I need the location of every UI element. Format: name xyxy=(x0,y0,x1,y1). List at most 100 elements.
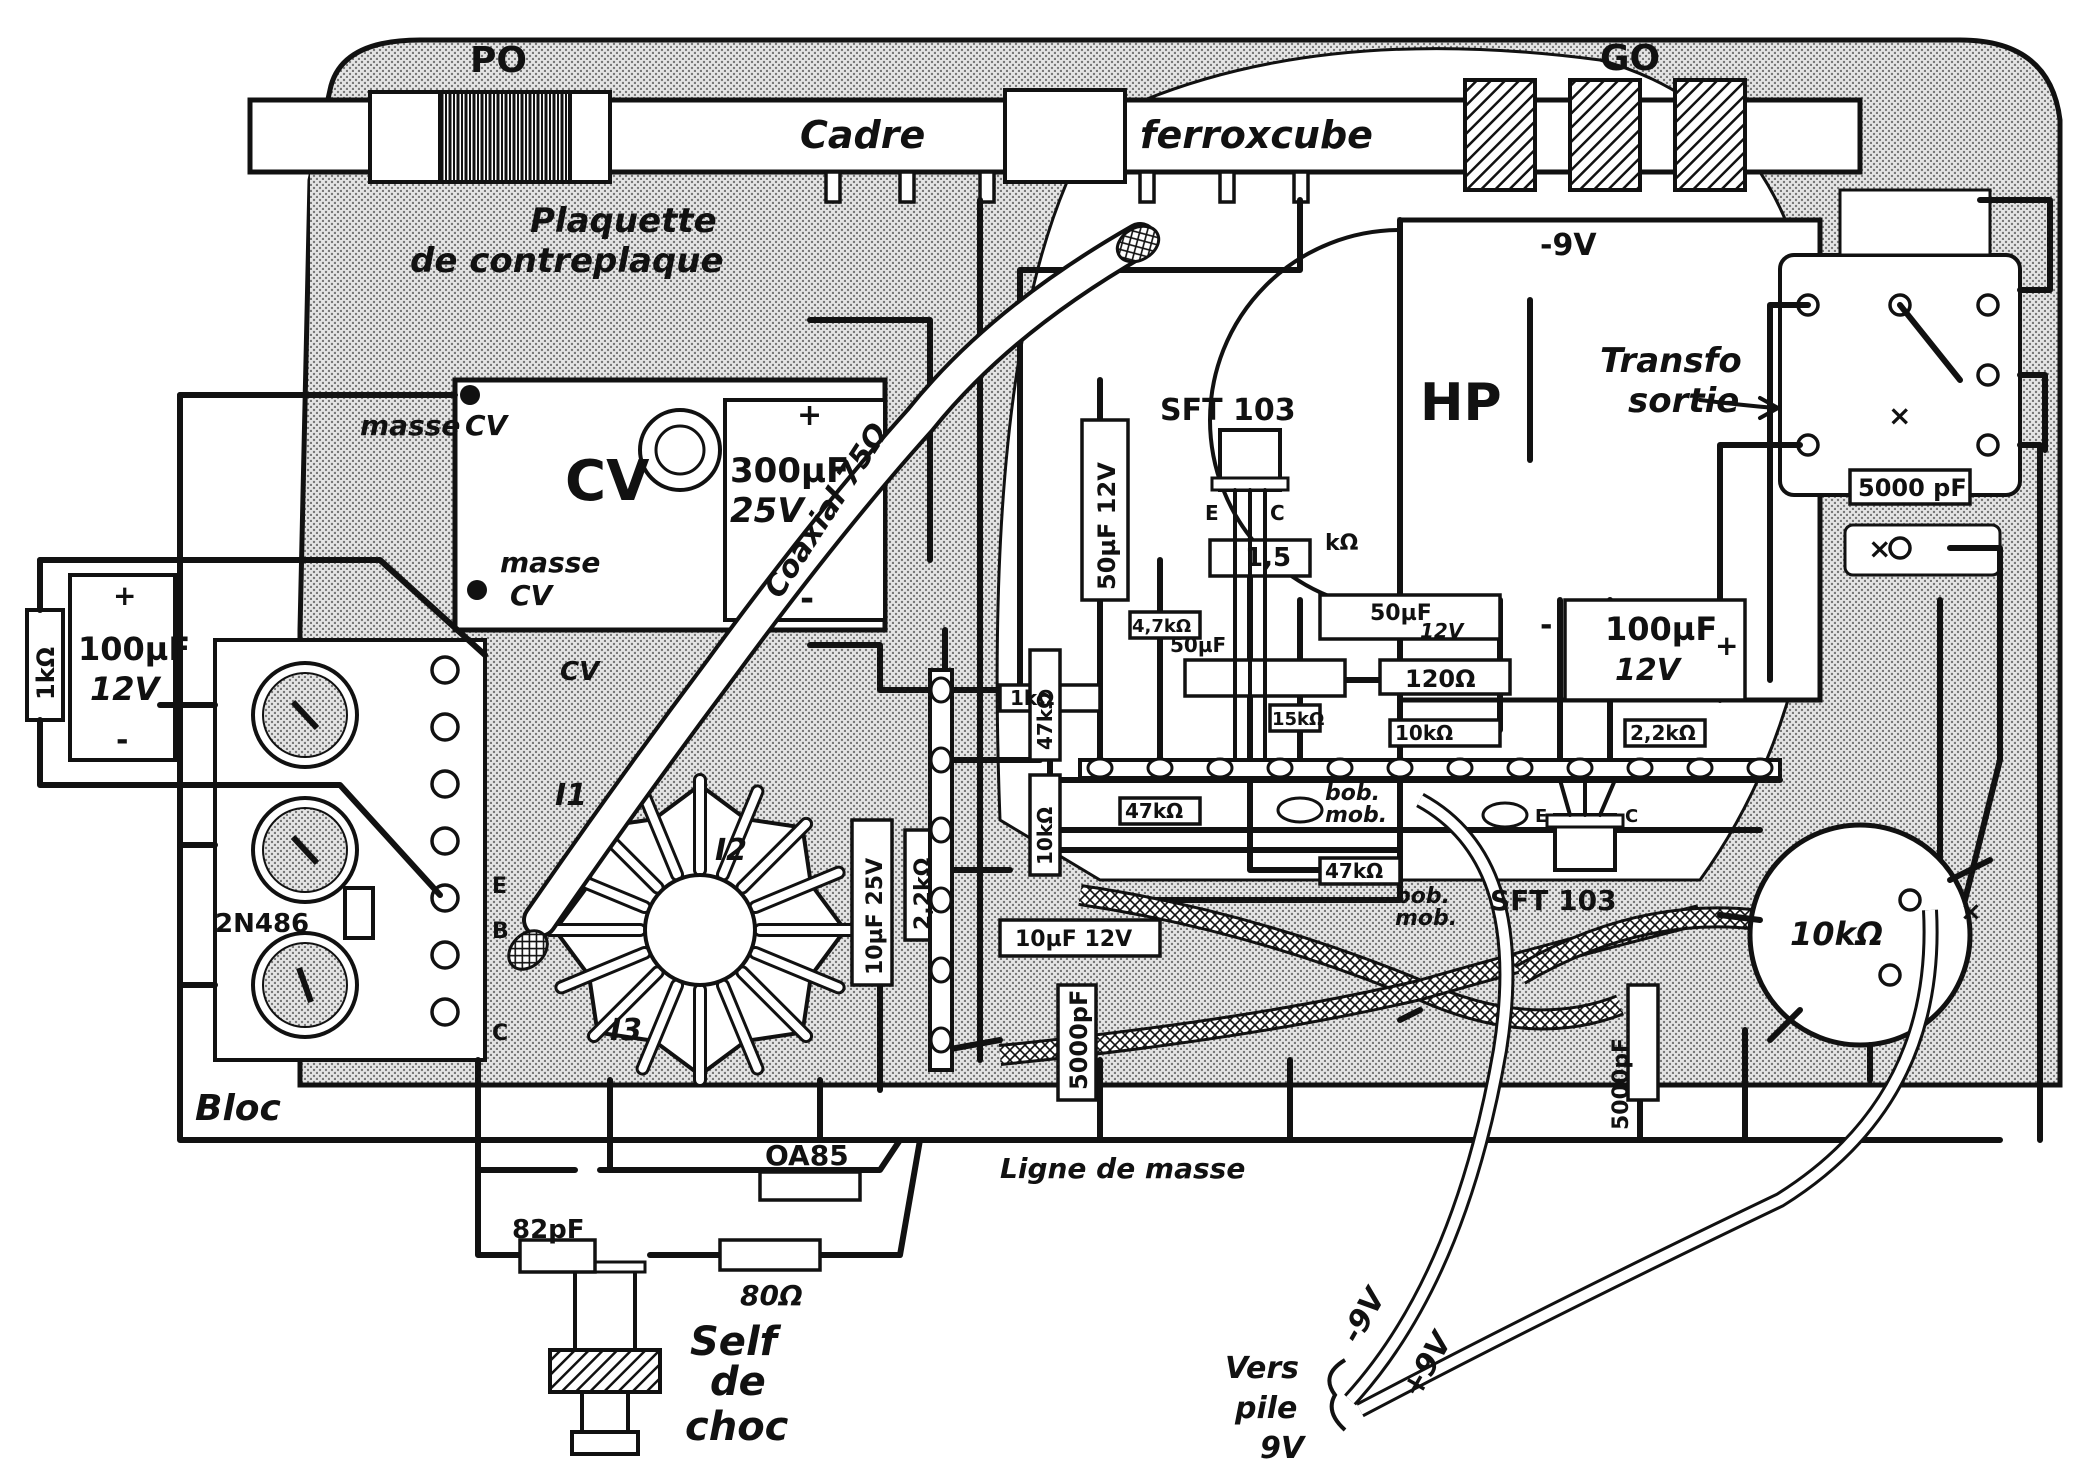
res-120-body xyxy=(1378,658,1512,696)
switch-contact-inner xyxy=(738,819,811,892)
label-100uf-right-minus: - xyxy=(1540,608,1552,643)
coax-braid-top xyxy=(1115,224,1161,264)
battery-brace xyxy=(1327,1358,1347,1432)
label-100uf-left-v: 12V xyxy=(90,670,162,708)
label-sft-top-c: C xyxy=(1270,501,1285,525)
label-cv-big: CV xyxy=(565,449,650,514)
label-50uf-small: 50µF xyxy=(1170,633,1226,657)
label-sft-top-e: E xyxy=(1205,501,1219,525)
strip-terminal-vertical xyxy=(929,816,953,844)
cap-10uf-25v-body xyxy=(850,818,894,987)
strip-terminal-vertical xyxy=(929,676,953,704)
volume-potentiometer xyxy=(1717,822,1993,1083)
switch-contact-inner xyxy=(751,948,843,992)
label-self-de: de xyxy=(710,1359,766,1405)
label-47k-b: 47kΩ xyxy=(1325,859,1383,883)
switch-contact-inner xyxy=(589,968,662,1041)
transistor-sft103-top xyxy=(1210,428,1290,762)
coax-braid-bottom xyxy=(507,929,549,971)
res-47k-b-body xyxy=(1318,856,1402,886)
label-sft-top: SFT 103 xyxy=(1160,393,1296,428)
label-10uf-25v: 10µF 25V xyxy=(863,858,888,975)
label-transfo: Transfo xyxy=(1600,341,1742,381)
coaxial-cable-sheath xyxy=(526,226,1154,934)
label-100uf-left: 100µF xyxy=(78,630,190,668)
cap-100uf-left-body xyxy=(68,573,177,762)
label-ferroxcube: ferroxcube xyxy=(1140,113,1373,157)
label-80ohm: 80Ω xyxy=(740,1279,803,1312)
strip-terminals xyxy=(929,676,1774,1054)
strip-terminal-vertical xyxy=(929,956,953,984)
label-bob-mob-1a: bob. xyxy=(1325,781,1380,806)
transfo-arrow xyxy=(1698,396,1780,420)
label-300uf-v: 25V xyxy=(730,491,806,531)
label-plaquette: Plaquette xyxy=(530,201,717,241)
strip-terminal xyxy=(1626,757,1654,779)
res-10k-v-body xyxy=(1028,773,1062,877)
cap-5000pf-b-body xyxy=(1848,468,1972,506)
switch-contact-inner xyxy=(738,968,811,1041)
strip-terminal-vertical xyxy=(929,1026,953,1054)
label-300uf-plus: + xyxy=(797,398,822,433)
label-4k7: 4,7kΩ xyxy=(1132,616,1191,637)
label-minus-9v-top: -9V xyxy=(1540,228,1597,263)
cap-5000pf-a-body xyxy=(1056,983,1098,1102)
label-5000pf-a: 5000pF xyxy=(1065,990,1093,1090)
label-50uf-12v: 50µF 12V xyxy=(1093,462,1121,590)
label-kohm: kΩ xyxy=(1325,531,1359,556)
label-10uf-12v: 10µF 12V xyxy=(1015,927,1132,952)
label-contreplaque: de contreplaque xyxy=(410,241,724,281)
label-x-mark-3: × xyxy=(1960,897,1982,927)
switch-contact-inner xyxy=(638,981,682,1073)
bob-mob-lead-1 xyxy=(1276,796,1324,824)
cap-50uf-12v-b-body xyxy=(1318,593,1502,641)
switch-contact-inner xyxy=(557,948,649,992)
label-bob-mob-1b: mob. xyxy=(1325,803,1387,828)
label-100uf-right: 100µF xyxy=(1605,610,1717,648)
res-4k7-body xyxy=(1128,610,1202,640)
label-cv-small: CV xyxy=(560,657,601,687)
res-1k5-body xyxy=(1208,538,1312,578)
transistor-2n486-body xyxy=(343,886,375,940)
strip-terminal xyxy=(1326,757,1354,779)
wave-band-switch xyxy=(543,773,857,1087)
label-x-mark-1: × xyxy=(1888,399,1911,432)
label-300uf-minus: - xyxy=(800,579,814,619)
label-5000pf-b: 5000 pF xyxy=(1858,474,1967,502)
label-10k-v: 10kΩ xyxy=(1033,807,1057,865)
label-pin-e: E xyxy=(492,874,507,899)
strip-terminal-vertical xyxy=(929,886,953,914)
masse-cv-dot-2 xyxy=(467,580,487,600)
transistor-sft103-bottom xyxy=(1545,778,1625,872)
label-100uf-right-plus: + xyxy=(1715,629,1738,662)
res-80-body xyxy=(718,1238,822,1272)
label-100uf-right-v: 12V xyxy=(1615,653,1683,688)
label-120ohm: 120Ω xyxy=(1405,665,1476,693)
res-47k-a-body xyxy=(1118,796,1202,826)
cap-82pf-body xyxy=(518,1238,597,1274)
ferrite-antenna xyxy=(247,78,1863,192)
label-300uf: 300µF xyxy=(730,451,849,491)
shielded-cables xyxy=(998,884,1762,1066)
res-47k-v-body xyxy=(1028,648,1062,762)
label-sft-bottom-e: E xyxy=(1535,806,1547,827)
label-5000pf-c: 5000pF xyxy=(1609,1038,1634,1130)
label-50uf-12v-b: 50µF xyxy=(1370,601,1432,626)
battery-lead-minus-core xyxy=(1346,795,1512,1404)
cap-10uf-12v-body xyxy=(998,918,1162,958)
diode-oa85-body xyxy=(758,1170,862,1202)
label-vers: Vers xyxy=(1225,1351,1299,1386)
cap-100uf-right-body xyxy=(1563,598,1747,702)
label-82pf: 82pF xyxy=(512,1215,585,1245)
label-self: Self xyxy=(690,1319,782,1365)
strip-terminal xyxy=(1746,757,1774,779)
label-pin-b: B xyxy=(492,919,509,944)
label-100uf-left-plus: + xyxy=(113,579,136,612)
label-47k-v: 47kΩ xyxy=(1033,692,1057,750)
label-hp: HP xyxy=(1420,373,1502,433)
strip-terminal xyxy=(1686,757,1714,779)
res-2k2-h-body xyxy=(1623,718,1707,748)
label-masse-2: masse xyxy=(500,546,600,579)
label-sft-bottom: SFT 103 xyxy=(1490,884,1617,917)
